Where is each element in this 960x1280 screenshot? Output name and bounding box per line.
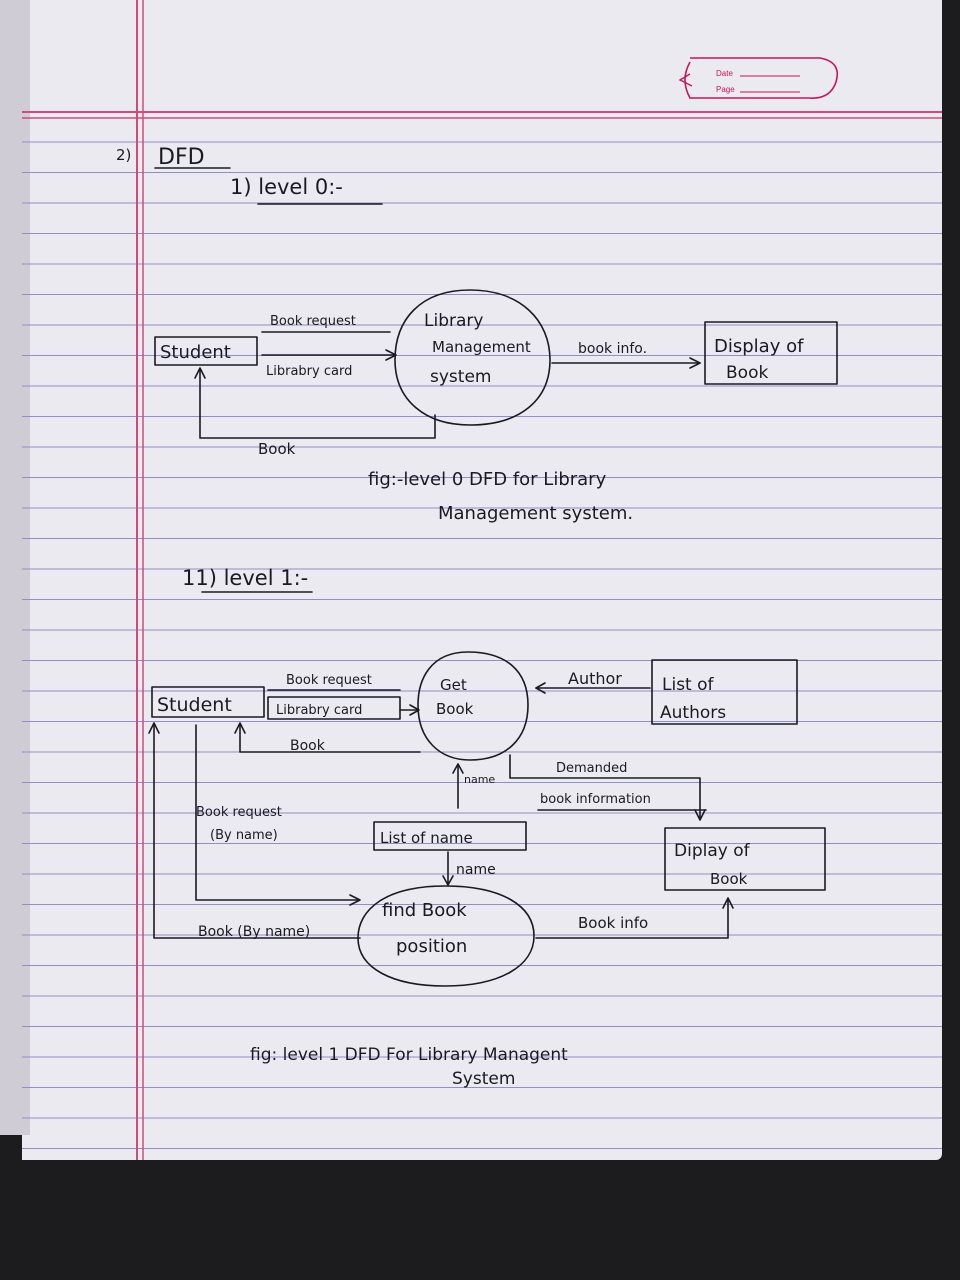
level1-get-book-circle [417, 651, 529, 761]
stamp-date-label: Date [716, 69, 733, 78]
level0-book-request-label: Book request [270, 314, 356, 329]
level1-authors-line2: Authors [660, 703, 726, 723]
level1-request-by-name-line1: Book request [196, 805, 282, 820]
level1-names-store [373, 821, 527, 851]
level1-find-book-circle [357, 885, 535, 987]
level1-book-return-arrow [239, 724, 421, 753]
notebook-page [22, 0, 942, 1160]
level1-book-by-name-label: Book (By name) [198, 924, 310, 940]
left-page-edge [0, 0, 30, 1135]
level1-student-entity [151, 686, 265, 718]
level1-author-label: Author [568, 669, 622, 688]
level0-label: 1) level 0:- [230, 175, 343, 199]
level1-student-label: Student [157, 694, 232, 716]
level1-demanded-line2: book information [540, 792, 651, 807]
level1-display-line2: Book [710, 870, 748, 888]
level1-name-label: name [464, 773, 495, 786]
date-page-stamp: Date Page [678, 57, 839, 99]
level0-display-entity [704, 321, 838, 385]
level1-names-label: List of name [380, 829, 473, 847]
level1-authors-store [651, 659, 798, 725]
level1-book-info-label: Book info [578, 914, 648, 932]
level0-caption-line1: fig:-level 0 DFD for Library [368, 469, 607, 490]
level0-process-line2: Management [432, 338, 531, 356]
level1-demanded-line1: Demanded [556, 761, 627, 776]
level1-book-label: Book [290, 738, 326, 754]
level1-caption-line2: System [452, 1069, 515, 1089]
level1-get-book-line2: Book [436, 700, 474, 718]
level1-caption-line1: fig: level 1 DFD For Library Managent [250, 1045, 568, 1065]
section-title: DFD [158, 145, 205, 170]
level0-student-label: Student [160, 342, 231, 363]
level0-display-line2: Book [726, 363, 768, 383]
level1-library-card-box [267, 696, 401, 720]
level1-authors-line1: List of [662, 675, 715, 695]
level1-display-entity [664, 827, 826, 891]
level0-process-line1: Library [424, 311, 483, 331]
stamp-page-label: Page [716, 85, 735, 94]
level1-book-info-arrow [535, 899, 729, 939]
level1-get-book-line1: Get [440, 676, 467, 694]
level1-library-card-label: Librabry card [276, 703, 362, 718]
level0-book-return-arrow [199, 369, 436, 439]
level1-find-book-line1: find Book [382, 900, 467, 921]
ruled-lines [22, 141, 942, 1149]
level0-process-circle [394, 289, 551, 426]
level1-demanded-arrow [509, 754, 701, 819]
level0-book-info-label: book info. [578, 341, 647, 357]
level1-name-label-2: name [456, 862, 496, 878]
level1-find-book-line2: position [396, 936, 467, 957]
section-number: 2) [116, 146, 131, 164]
level0-display-line1: Display of [714, 336, 804, 357]
level1-request-by-name-line2: (By name) [210, 828, 278, 843]
level0-caption-line2: Management system. [438, 503, 633, 524]
level1-display-line1: Diplay of [674, 841, 751, 861]
level1-label: 11) level 1:- [182, 566, 308, 590]
level1-request-by-name-arrow [195, 724, 359, 901]
level1-book-by-name-arrow [153, 724, 361, 939]
level0-library-card-label: Librabry card [266, 364, 352, 379]
level0-book-label: Book [258, 440, 296, 458]
level0-process-line3: system [430, 367, 491, 387]
level1-book-request-label: Book request [286, 673, 372, 688]
level0-student-entity [154, 336, 258, 366]
